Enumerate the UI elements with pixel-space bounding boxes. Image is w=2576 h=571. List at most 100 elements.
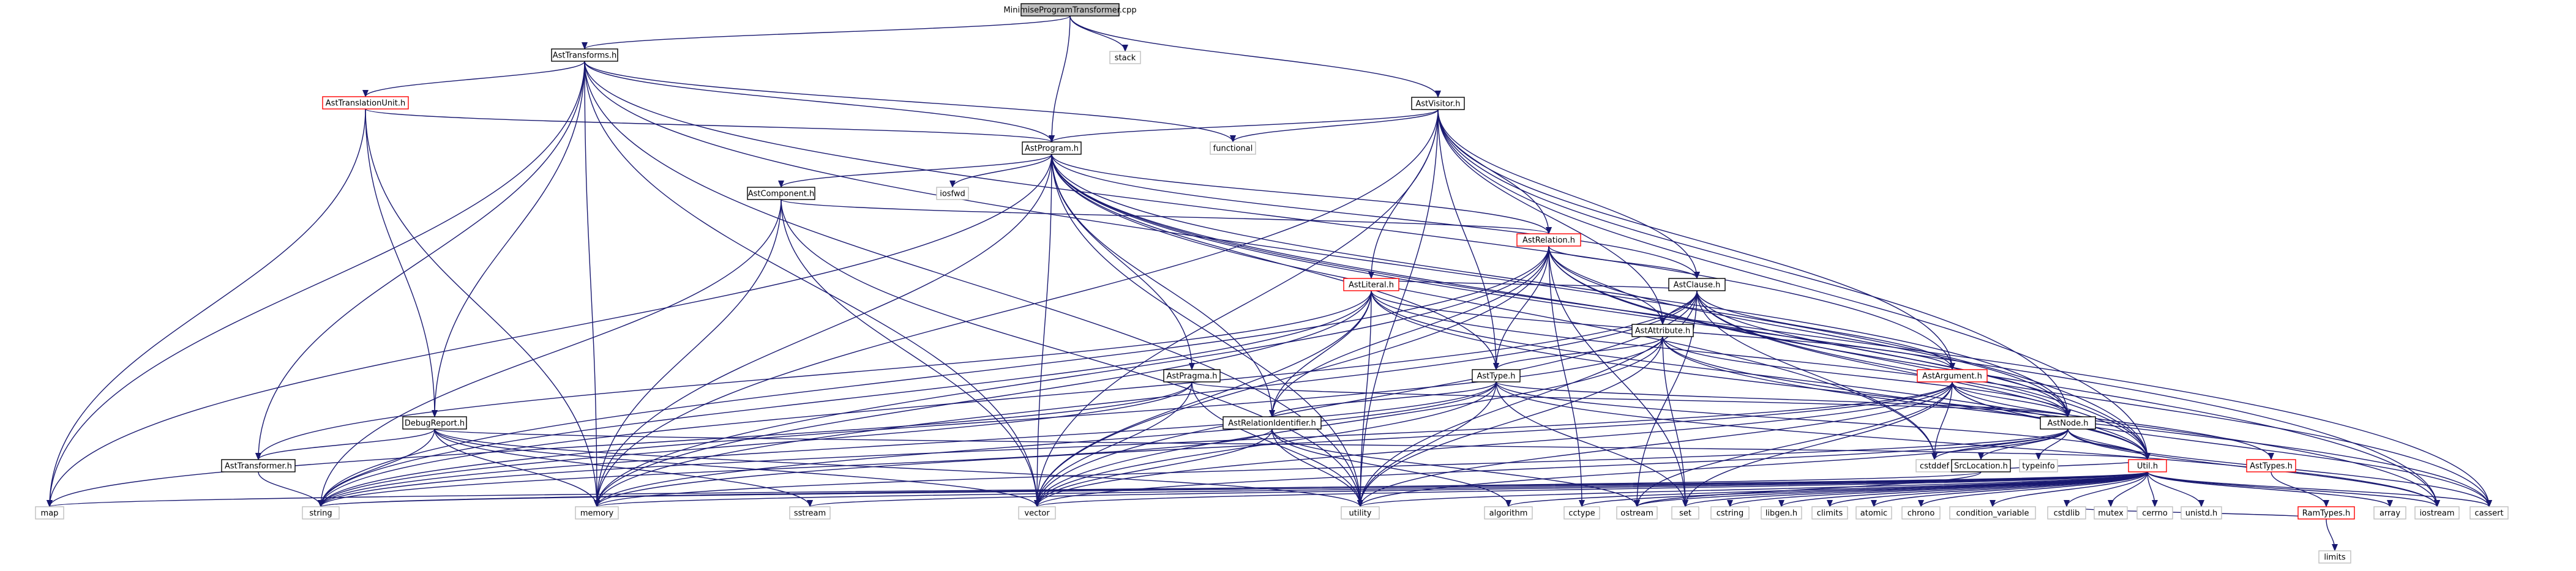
edge-asttranslationunit-to-astprogram [365, 108, 1055, 143]
edge [255, 428, 435, 460]
edge-astvisitor-to-astclause [1437, 109, 1700, 279]
node-astvisitor[interactable]: AstVisitor.h [1411, 97, 1465, 110]
edge-srclocation-to-string [318, 471, 1982, 507]
node-asttypes[interactable]: AstTypes.h [2246, 459, 2296, 472]
edge-util-to-sstream [807, 471, 2148, 507]
node-label: AstLiteral.h [1349, 281, 1394, 290]
node-box [2094, 506, 2128, 520]
edge [1496, 381, 2151, 460]
edge-astliteral-to-util [1371, 290, 2151, 460]
edge [1269, 381, 1497, 417]
edge [47, 154, 1052, 507]
edge [318, 471, 2148, 507]
node-label: chrono [1908, 509, 1935, 518]
edge-debugreport-to-vector [434, 428, 1040, 507]
node-box [221, 459, 296, 472]
node-util[interactable]: Util.h [2128, 459, 2167, 472]
node-astnode[interactable]: AstNode.h [2040, 416, 2096, 430]
node-label: SrcLocation.h [1954, 462, 2008, 471]
node-box [1516, 233, 1581, 247]
edge [2108, 471, 2148, 507]
edge [1230, 109, 1439, 143]
node-srclocation[interactable]: SrcLocation.h [1951, 459, 2011, 472]
node-debugreport[interactable]: DebugReport.h [402, 416, 467, 430]
node-box [1949, 506, 2036, 520]
node-chrono: chrono [1901, 506, 1941, 520]
edge [1069, 15, 1128, 52]
edge [1696, 290, 2071, 417]
edge-astnode-to-typeinfo [2035, 428, 2069, 460]
node-box [2414, 506, 2460, 520]
edge [1191, 381, 2071, 417]
edge [2064, 471, 2148, 507]
node-astcomponent[interactable]: AstComponent.h [747, 187, 815, 200]
node-ramtypes[interactable]: RamTypes.h [2297, 506, 2355, 520]
edge-astrelationidentifier-to-vector [1034, 428, 1273, 507]
edge-astargument-to-string [318, 381, 1953, 507]
node-cstring: cstring [1710, 506, 1750, 520]
node-astrelationidentifier[interactable]: AstRelationIdentifier.h [1222, 416, 1322, 430]
node-astattribute[interactable]: AstAttribute.h [1631, 324, 1694, 337]
node-asttransformer[interactable]: AstTransformer.h [221, 459, 296, 472]
node-label: libgen.h [1765, 509, 1797, 518]
node-asttype[interactable]: AstType.h [1472, 369, 1521, 383]
edge [781, 199, 1552, 234]
edge-util-to-memory [594, 471, 2148, 507]
edge [432, 61, 585, 417]
node-algorithm: algorithm [1484, 506, 1533, 520]
node-astpragma[interactable]: AstPragma.h [1163, 369, 1221, 383]
edge [1437, 109, 1700, 279]
edge [1269, 245, 1549, 417]
node-box [302, 506, 340, 520]
edge-astrelation-to-string [318, 245, 1549, 507]
node-asttranslationunit[interactable]: AstTranslationUnit.h [322, 96, 409, 110]
node-asttransforms[interactable]: AstTransforms.h [551, 48, 618, 62]
edge-astprogram-to-astcomponent [778, 154, 1052, 188]
edge-astcomponent-to-memory [594, 199, 782, 507]
edge [778, 154, 1052, 188]
edge-asttype-to-astnode [1496, 381, 2071, 417]
node-sstream: sstream [789, 506, 831, 520]
edge-astclause-to-string [318, 290, 1698, 507]
edge [365, 108, 1055, 143]
edge [318, 245, 1549, 507]
edge [1662, 336, 2071, 417]
node-box [1631, 324, 1694, 337]
edge [781, 199, 1040, 507]
edge [1696, 290, 1938, 460]
edge [2147, 471, 2393, 507]
node-label: cctype [1568, 509, 1595, 518]
edge-asttype-to-util [1496, 381, 2151, 460]
edge [2147, 471, 2492, 507]
node-label: AstPragma.h [1167, 372, 1218, 381]
node-condition_variable: condition_variable [1949, 506, 2036, 520]
node-box [1341, 506, 1380, 520]
edge [594, 428, 2069, 507]
node-astclause[interactable]: AstClause.h [1668, 278, 1726, 291]
node-astargument[interactable]: AstArgument.h [1917, 369, 1988, 383]
node-label: AstTransforms.h [553, 51, 617, 61]
edge-astvisitor-to-memory [594, 109, 1439, 507]
edge [584, 61, 1955, 370]
node-label: RamTypes.h [2302, 509, 2350, 518]
node-root[interactable]: MinimiseProgramTransformer.cpp [1003, 3, 1137, 17]
edge [1371, 290, 2151, 460]
edge [584, 61, 1040, 507]
edge [1051, 154, 1275, 417]
node-astprogram[interactable]: AstProgram.h [1022, 141, 1082, 155]
edge-asttransforms-to-functional [584, 61, 1236, 143]
edge [1548, 245, 1700, 279]
edge-astpragma-to-map [47, 381, 1193, 507]
node-label: cstddef [1920, 462, 1950, 471]
node-label: AstTypes.h [2250, 462, 2293, 471]
node-astliteral[interactable]: AstLiteral.h [1343, 278, 1399, 291]
edge [582, 15, 1071, 50]
node-label: cassert [2474, 509, 2503, 518]
edge [1437, 109, 2151, 460]
node-label: map [41, 509, 59, 518]
node-astrelation[interactable]: AstRelation.h [1516, 233, 1581, 247]
edge-util-to-cstdlib [2064, 471, 2148, 507]
edge-astvisitor-to-astliteral [1368, 109, 1439, 279]
node-label: utility [1349, 509, 1372, 518]
edge [47, 381, 1193, 507]
